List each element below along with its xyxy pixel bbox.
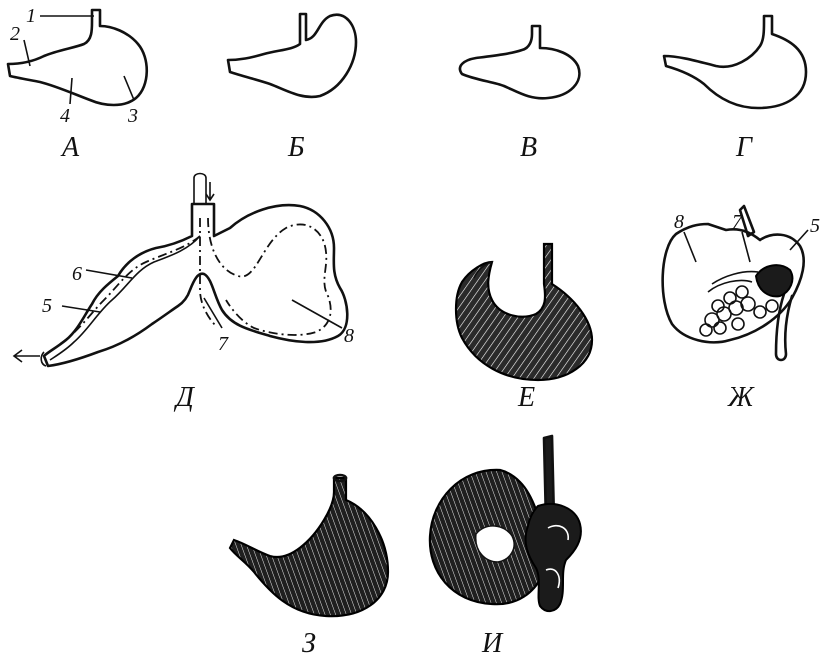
label-7: 7	[732, 211, 743, 233]
caption-a: А	[60, 132, 80, 163]
label-6: 6	[72, 263, 82, 285]
stomach-outline-d	[44, 204, 347, 366]
pointer-line	[684, 232, 696, 262]
pointer-line	[62, 306, 100, 312]
label-5: 5	[810, 215, 820, 237]
exit-arrow-icon	[14, 350, 40, 362]
figure-d: 6 5 7 8 Д	[14, 174, 354, 414]
figure-v: В	[460, 26, 579, 163]
label-7: 7	[218, 333, 229, 355]
stomach-hatched-z	[230, 478, 388, 616]
entry-arrow-icon	[206, 182, 214, 200]
label-3: 3	[127, 105, 138, 127]
caption-z: З	[302, 628, 316, 659]
caption-g: Г	[735, 132, 753, 163]
stomach-outline-b	[228, 14, 356, 97]
figure-g: Г	[664, 16, 806, 163]
figure-b: Б	[228, 14, 356, 163]
figure-a: 1 2 3 4 А	[8, 5, 147, 163]
pointer-line	[292, 300, 342, 328]
caption-e: Е	[517, 382, 535, 413]
pointer-line	[70, 78, 72, 104]
stomach-hatched-e	[456, 244, 592, 380]
stomach-outline-v	[460, 26, 579, 98]
figure-e: Е	[456, 244, 592, 413]
label-2: 2	[10, 23, 20, 45]
pointer-line	[124, 76, 134, 100]
label-8: 8	[344, 325, 354, 347]
label-5: 5	[42, 295, 52, 317]
label-4: 4	[60, 105, 70, 127]
caption-v: В	[520, 132, 537, 163]
caption-d: Д	[173, 382, 196, 413]
caption-zh: Ж	[727, 382, 755, 413]
esophagus-tube	[194, 178, 206, 204]
stomach-outline-g	[664, 16, 806, 108]
figure-zh: 8 7 5 Ж	[663, 206, 820, 413]
figure-z: З	[230, 475, 388, 659]
esophagus-tube	[194, 174, 206, 179]
figure-i: И	[430, 436, 581, 659]
label-1: 1	[26, 5, 36, 27]
caption-b: Б	[287, 132, 305, 163]
label-8: 8	[674, 211, 684, 233]
dark-chamber-zh	[756, 265, 792, 296]
caption-i: И	[481, 628, 504, 659]
intestine-loop-i	[526, 504, 581, 611]
pointer-line	[86, 270, 132, 278]
